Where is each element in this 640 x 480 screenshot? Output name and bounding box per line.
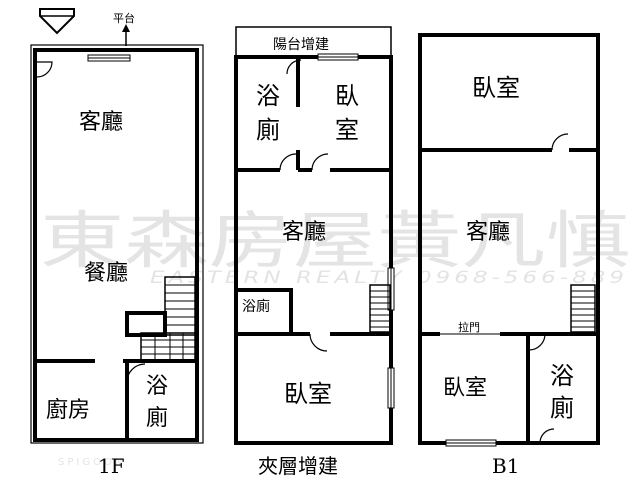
label-balcony-ext: 陽台增建	[273, 37, 329, 53]
label-bath-mezz-top-2: 廁	[256, 116, 280, 144]
label-living-mezz: 客廳	[282, 220, 326, 245]
watermark-company-cn: 東森房屋黃凡慎	[40, 204, 630, 277]
label-bedroom-mezz-bottom: 臥室	[284, 380, 332, 408]
floor-mezzanine-labels: 陽台增建 浴 廁 臥 室 客廳 浴廁 臥室 夾層增建	[242, 37, 359, 478]
label-bedroom-mezz-top-2: 室	[335, 116, 359, 144]
watermark-site: SPIGOON	[58, 457, 125, 468]
label-living-b1: 客廳	[466, 220, 510, 245]
label-bath-1f-bottom: 廁	[146, 406, 168, 431]
label-bath-1f-top: 浴	[146, 374, 168, 399]
floor-mezzanine	[234, 26, 395, 445]
label-kitchen-1f: 廚房	[46, 398, 90, 423]
label-bedroom-mezz-top-1: 臥	[335, 82, 359, 110]
label-bedroom-b1-top: 臥室	[472, 74, 520, 102]
floor-b1-labels: 臥室 客廳 拉門 臥室 浴 廁 B1	[443, 74, 574, 478]
label-bath-b1-top: 浴	[550, 362, 574, 390]
label-sliding-door: 拉門	[458, 320, 480, 334]
down-arrow-entrance-icon	[39, 8, 75, 35]
label-balcony-1f: 平台	[113, 11, 135, 25]
label-living-1f: 客廳	[79, 110, 123, 135]
caption-mezzanine: 夾層增建	[258, 454, 338, 478]
floor-1f-labels: 客廳 餐廳 廚房 浴 廁 平台 1F	[46, 11, 168, 478]
stairs-mezzanine	[369, 284, 391, 333]
label-bath-mezz-small: 浴廁	[242, 298, 270, 315]
floor-1f	[30, 8, 204, 444]
label-bath-b1-bottom: 廁	[550, 394, 574, 422]
caption-b1: B1	[492, 454, 519, 478]
stairs-b1	[570, 284, 596, 333]
label-dining-1f: 餐廳	[84, 261, 128, 286]
caption-1f: 1F	[98, 454, 125, 478]
label-bedroom-b1-bottom: 臥室	[443, 376, 487, 401]
stairs-1f	[125, 276, 196, 362]
label-bath-mezz-top-1: 浴	[256, 82, 280, 110]
floor-b1	[418, 33, 600, 447]
